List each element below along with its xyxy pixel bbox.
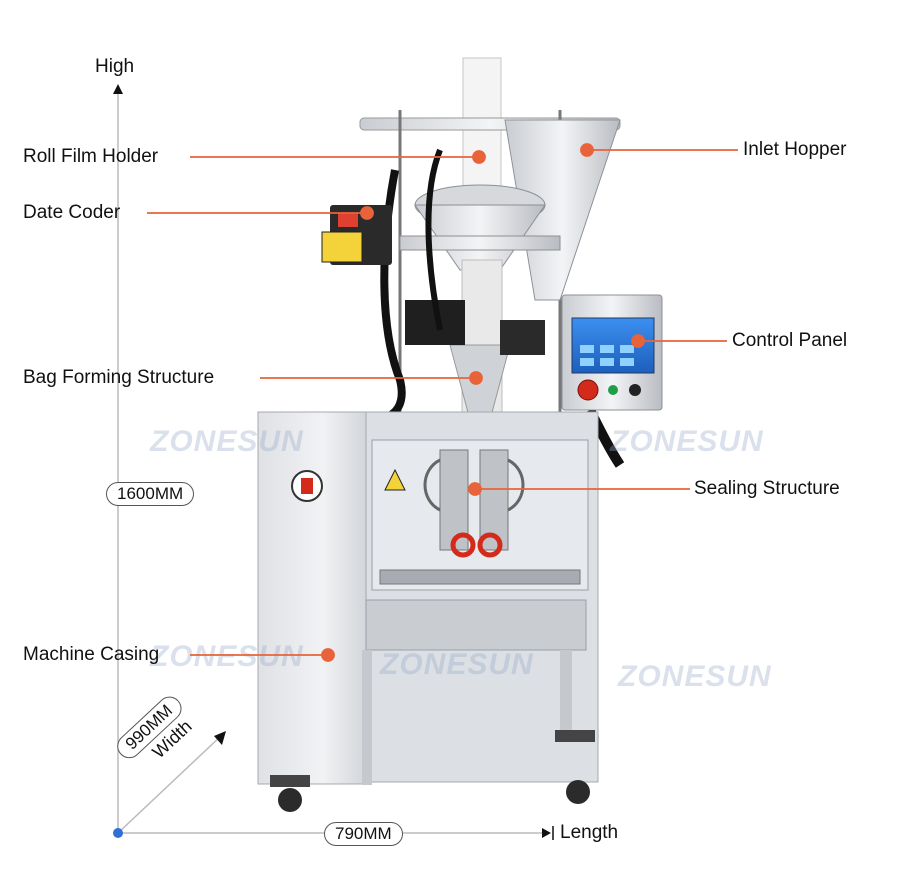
width-arrow-icon [214,731,226,745]
watermark: ZONESUN [618,660,772,693]
origin-dot [113,828,123,838]
length-axis-label: Length [560,822,619,843]
height-axis-label: High [95,56,135,77]
watermark: ZONESUN [610,425,764,458]
length-value-badge: 790MM [324,822,403,846]
callout-sealing-structure: Sealing Structure [694,478,840,499]
watermark: ZONESUN [150,640,304,673]
callout-machine-casing: Machine Casing [23,644,160,665]
callout-control-panel: Control Panel [732,330,848,351]
length-arrow-icon [542,828,551,838]
height-arrow-icon [113,84,123,94]
watermark: ZONESUN [150,425,304,458]
callout-inlet-hopper: Inlet Hopper [743,139,847,160]
height-value-badge: 1600MM [106,482,195,506]
watermark: ZONESUN [380,648,534,681]
callout-roll-film-holder: Roll Film Holder [23,146,159,167]
callout-bag-forming-structure: Bag Forming Structure [23,367,215,388]
callout-date-coder: Date Coder [23,202,121,223]
